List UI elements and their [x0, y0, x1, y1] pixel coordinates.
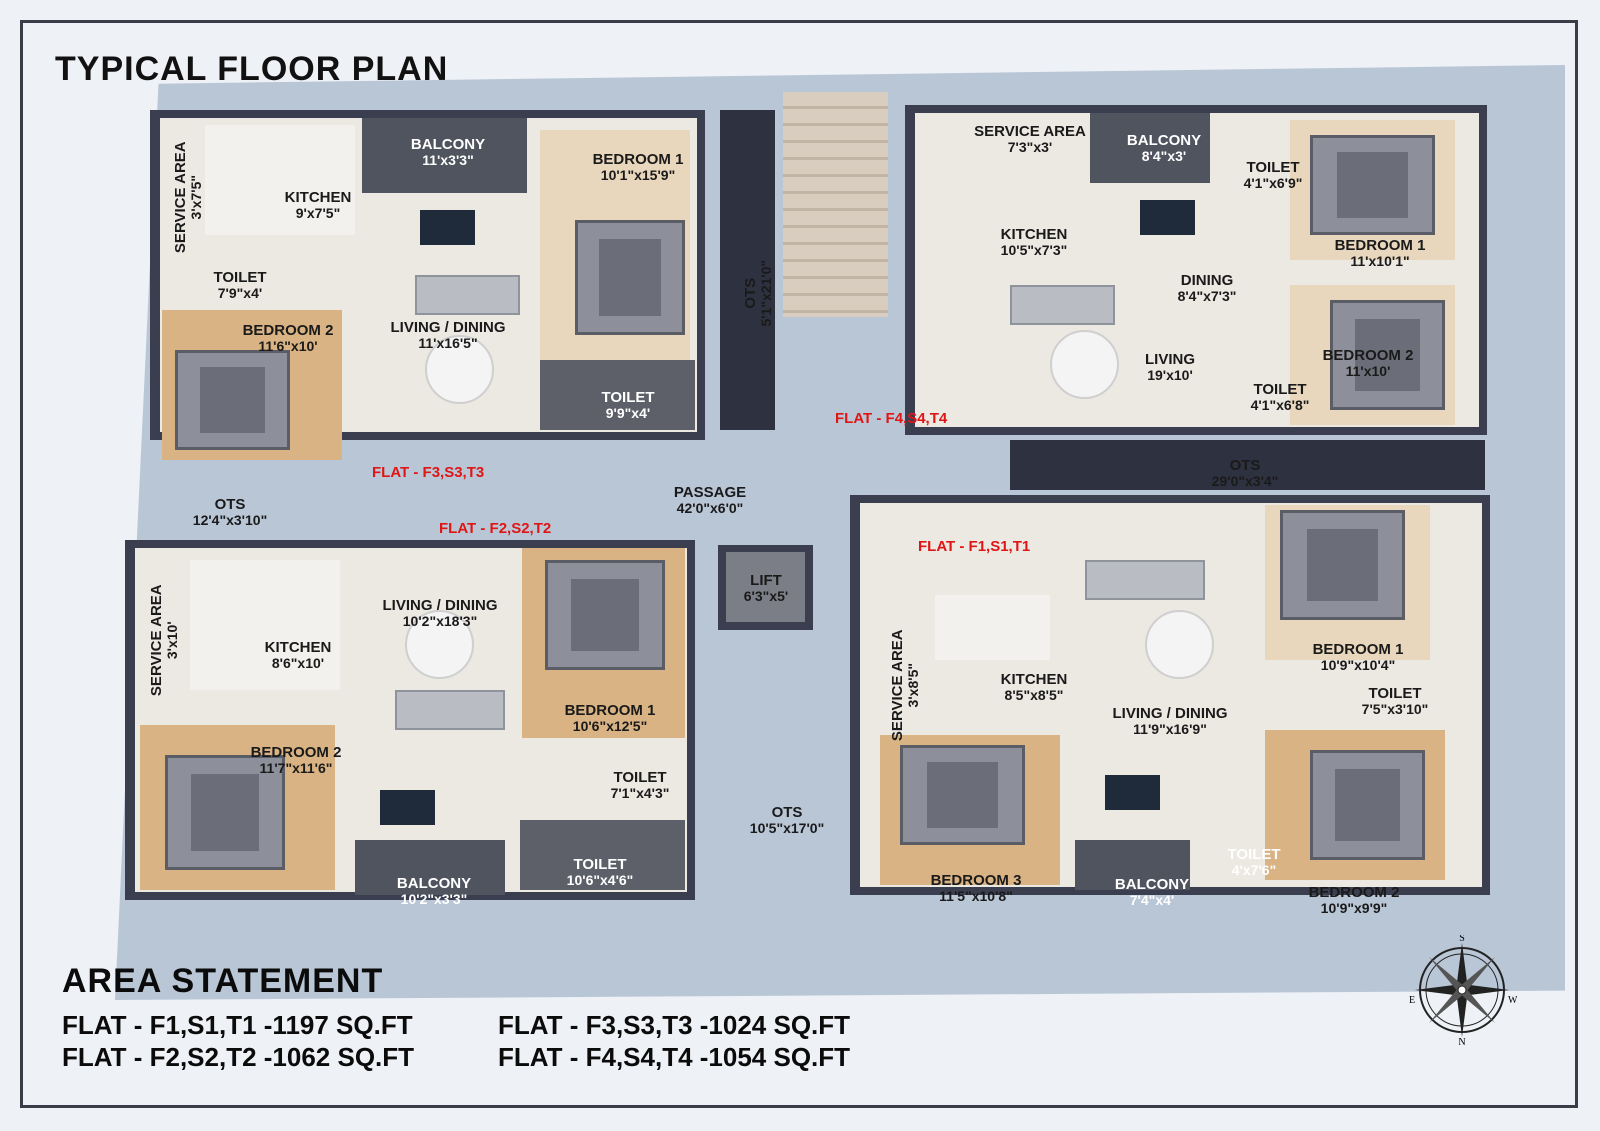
- area-row: FLAT - F3,S3,T3 -1024 SQ.FT: [498, 1010, 851, 1040]
- balcony-deck: [362, 118, 527, 193]
- area-row: FLAT - F1,S1,T1 -1197 SQ.FT: [62, 1010, 413, 1040]
- toilet-floor: [540, 360, 695, 430]
- dining-table: [1105, 775, 1160, 810]
- bed: [900, 745, 1025, 845]
- compass-rose-icon: S N E W: [1409, 935, 1517, 1045]
- kitchen-counter: [190, 560, 340, 690]
- staircase: [783, 92, 888, 317]
- ots-shaft: [1010, 440, 1485, 490]
- flat-tag-f1: FLAT - F1,S1,T1: [918, 538, 1031, 555]
- compass-w: W: [1508, 995, 1517, 1006]
- flat-tag-f3: FLAT - F3,S3,T3: [372, 464, 485, 481]
- balcony-deck: [1090, 113, 1210, 183]
- bed: [545, 560, 665, 670]
- toilet-floor: [520, 820, 685, 890]
- balcony-deck: [1075, 840, 1190, 890]
- area-row: FLAT - F2,S2,T2 -1062 SQ.FT: [62, 1042, 415, 1072]
- sofa: [415, 275, 520, 315]
- kitchen-counter: [205, 125, 355, 235]
- flat-tag-f4: FLAT - F4,S4,T4: [835, 410, 948, 427]
- bed: [175, 350, 290, 450]
- coffee-table: [405, 610, 474, 679]
- coffee-table: [1145, 610, 1214, 679]
- dining-table: [1140, 200, 1195, 235]
- dining-table: [380, 790, 435, 825]
- sofa: [395, 690, 505, 730]
- coffee-table: [1050, 330, 1119, 399]
- bed: [1310, 135, 1435, 235]
- compass-e: E: [1409, 995, 1415, 1006]
- lift-car: [726, 552, 805, 622]
- sofa: [1010, 285, 1115, 325]
- area-statement: AREA STATEMENT FLAT - F1,S1,T1 -1197 SQ.…: [62, 962, 850, 1072]
- sofa: [1085, 560, 1205, 600]
- compass-s: S: [1459, 935, 1465, 944]
- kitchen-counter: [935, 595, 1050, 660]
- compass-n: N: [1458, 1037, 1465, 1045]
- sheet-border: [20, 20, 1578, 1108]
- bed: [1310, 750, 1425, 860]
- area-row: FLAT - F4,S4,T4 -1054 SQ.FT: [498, 1042, 851, 1072]
- dining-table: [420, 210, 475, 245]
- coffee-table: [425, 335, 494, 404]
- ots-shaft: [720, 110, 775, 430]
- balcony-deck: [355, 840, 505, 895]
- bed: [1330, 300, 1445, 410]
- bed: [575, 220, 685, 335]
- flat-tag-f2: FLAT - F2,S2,T2: [439, 520, 552, 537]
- bed: [1280, 510, 1405, 620]
- area-statement-heading: AREA STATEMENT: [62, 962, 384, 1000]
- bed: [165, 755, 285, 870]
